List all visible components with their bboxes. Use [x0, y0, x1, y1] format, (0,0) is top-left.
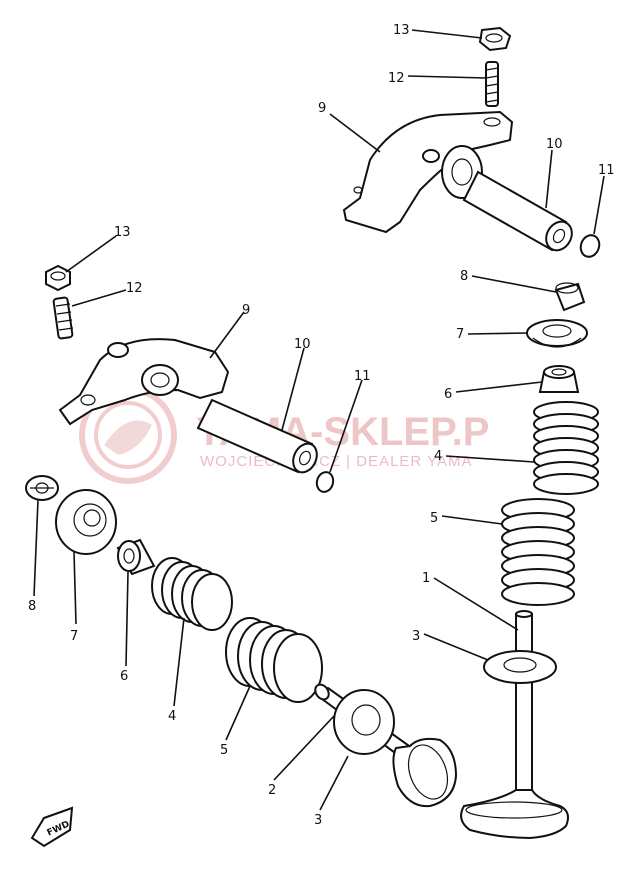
nut-13-left	[45, 264, 71, 292]
callout-8-left: 8	[28, 599, 36, 614]
callout-5-left: 5	[220, 743, 228, 758]
callout-2-left: 2	[268, 783, 276, 798]
leader-lines	[33, 29, 605, 811]
rocker-shaft-10-left	[196, 398, 318, 474]
spring-seat-3-left	[333, 689, 395, 755]
rocker-shaft-10-top	[462, 170, 573, 252]
callout-9-top: 9	[318, 101, 326, 116]
callout-11-top: 11	[598, 163, 615, 178]
spring-retainer-7-right	[526, 319, 588, 348]
inner-spring-4-right	[533, 401, 599, 495]
outer-spring-5-right	[501, 498, 575, 606]
valve-cotter-8-right	[554, 282, 586, 312]
callout-10-left: 10	[294, 337, 311, 352]
callout-6-right: 6	[444, 387, 452, 402]
spring-seat-3-right	[483, 650, 557, 684]
adjuster-screw-12-top	[485, 61, 499, 107]
callout-13-left: 13	[114, 225, 131, 240]
callout-11-left: 11	[354, 369, 371, 384]
callout-9-left: 9	[242, 303, 250, 318]
valve-stem-seal-6-right	[538, 365, 580, 393]
callout-6-left: 6	[120, 669, 128, 684]
callout-1-right: 1	[422, 571, 430, 586]
callout-3-left: 3	[314, 813, 322, 828]
callout-8-right: 8	[460, 269, 468, 284]
callout-10-top: 10	[546, 137, 563, 152]
adjuster-screw-12-left	[52, 296, 74, 340]
callout-13-top: 13	[393, 23, 410, 38]
forward-direction-marker: FWD	[30, 806, 74, 848]
rocker-arm-9-left	[58, 338, 230, 426]
callout-labels: 13 12 9 10 11 8 7 6 4 5 1 3 13 12 9 10 1…	[28, 23, 615, 828]
valve-1-right	[460, 610, 569, 840]
o-ring-11-left	[315, 471, 335, 493]
outer-spring-5-left	[225, 617, 323, 703]
callout-3-right: 3	[412, 629, 420, 644]
inner-spring-4-left	[151, 557, 233, 631]
spring-retainer-7-left	[55, 489, 117, 555]
valve-stem-seal-6-left	[116, 538, 156, 576]
callout-4-right: 4	[434, 449, 442, 464]
nut-13-top	[478, 26, 512, 52]
callout-4-left: 4	[168, 709, 176, 724]
callout-7-right: 7	[456, 327, 464, 342]
o-ring-11-top	[579, 234, 601, 258]
valve-cotter-8-left	[25, 475, 59, 501]
callout-12-left: 12	[126, 281, 143, 296]
callout-5-right: 5	[430, 511, 438, 526]
callout-7-left: 7	[70, 629, 78, 644]
callout-12-top: 12	[388, 71, 405, 86]
